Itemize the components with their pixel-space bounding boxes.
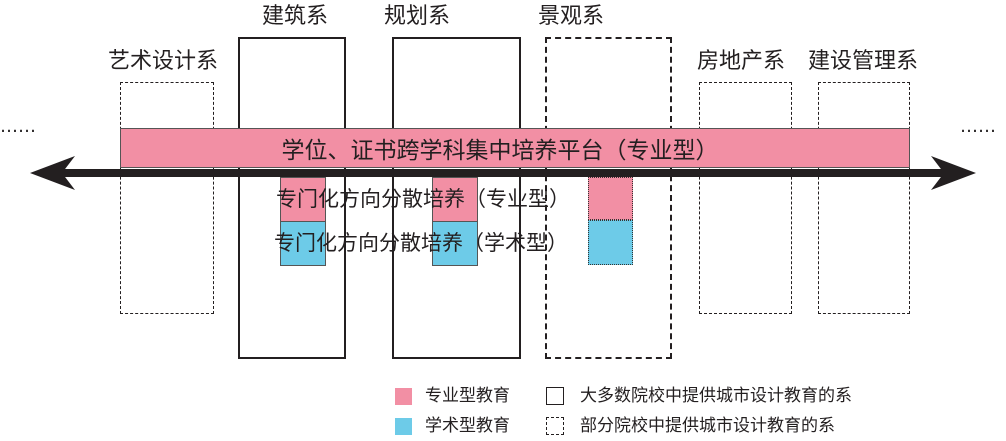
legend-swatch-dashed bbox=[546, 417, 564, 435]
dept-box-architecture bbox=[238, 37, 346, 359]
double-arrow-icon bbox=[30, 156, 976, 190]
legend-label-most-schools: 大多数院校中提供城市设计教育的系 bbox=[580, 386, 852, 406]
ellipsis-right: …… bbox=[960, 116, 996, 137]
platform-label: 学位、证书跨学科集中培养平台（专业型） bbox=[281, 138, 719, 164]
legend-swatch-academic bbox=[395, 418, 412, 435]
dept-label-landscape: 景观系 bbox=[538, 4, 605, 29]
dept-box-real-estate bbox=[699, 82, 792, 314]
dept-box-art-design bbox=[120, 82, 214, 314]
landscape-academic-block bbox=[588, 220, 633, 265]
legend-swatch-professional bbox=[395, 388, 412, 405]
platform-bar: 学位、证书跨学科集中培养平台（专业型） bbox=[120, 128, 910, 168]
landscape-professional-block bbox=[588, 177, 633, 220]
legend-swatch-solid bbox=[546, 387, 564, 405]
dept-box-planning bbox=[392, 37, 521, 359]
specialized-professional-label: 专门化方向分散培养（专业型） bbox=[276, 187, 570, 211]
legend-label-academic: 学术型教育 bbox=[425, 416, 510, 436]
dept-label-architecture: 建筑系 bbox=[262, 4, 329, 29]
dept-label-construction-mgmt: 建设管理系 bbox=[808, 49, 919, 74]
dept-label-planning: 规划系 bbox=[384, 4, 451, 29]
ellipsis-left: …… bbox=[0, 116, 36, 137]
legend-label-professional: 专业型教育 bbox=[425, 386, 510, 406]
specialized-academic-label: 专门化方向分散培养（学术型） bbox=[274, 231, 568, 255]
legend-label-some-schools: 部分院校中提供城市设计教育的系 bbox=[580, 416, 835, 436]
dept-label-art-design: 艺术设计系 bbox=[108, 49, 219, 74]
dept-label-real-estate: 房地产系 bbox=[697, 49, 786, 74]
dept-box-construction-mgmt bbox=[818, 82, 910, 314]
planning-academic-block bbox=[432, 221, 478, 266]
dept-box-landscape bbox=[545, 37, 672, 359]
arch-academic-block bbox=[280, 221, 326, 266]
